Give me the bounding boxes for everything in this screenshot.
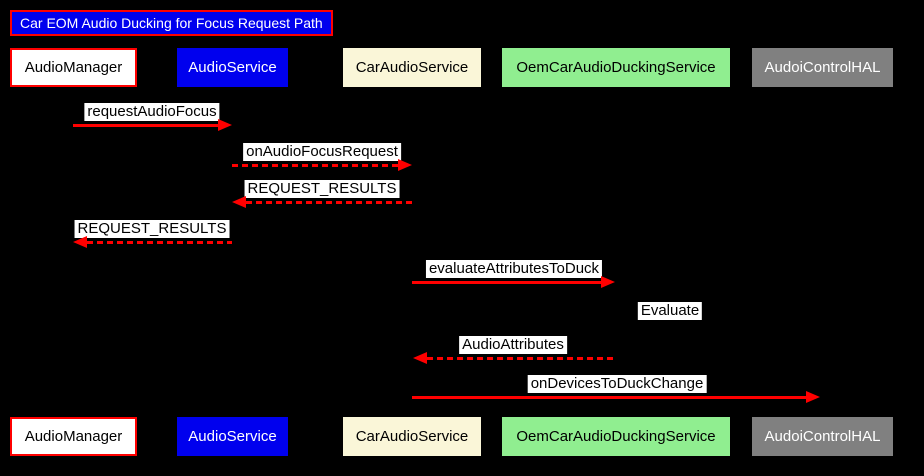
message-label-onaudiofocusrequest: onAudioFocusRequest <box>243 143 401 161</box>
participant-caraudioservice-top: CarAudioService <box>343 48 481 87</box>
arrowhead-right-icon <box>806 391 820 403</box>
message-label-request-results-2: REQUEST_RESULTS <box>74 220 230 238</box>
message-label-request-results-1: REQUEST_RESULTS <box>244 180 400 198</box>
message-arrow-evaluateattributestoduck <box>412 281 601 284</box>
participant-oemcaraudioduckingservice-top: OemCarAudioDuckingService <box>502 48 730 87</box>
arrowhead-left-icon <box>413 352 427 364</box>
participant-audioservice-top: AudioService <box>177 48 288 87</box>
message-arrow-audioattributes <box>427 357 616 360</box>
participant-audiomanager-bottom: AudioManager <box>10 417 137 456</box>
message-arrow-requestaudiofocus <box>73 124 220 127</box>
arrowhead-right-icon <box>398 159 412 171</box>
message-label-audioattributes: AudioAttributes <box>459 336 567 354</box>
arrowhead-left-icon <box>73 236 87 248</box>
arrowhead-right-icon <box>218 119 232 131</box>
message-label-ondevicestoduckchange: onDevicesToDuckChange <box>527 375 707 393</box>
message-label-requestaudiofocus: requestAudioFocus <box>84 103 220 121</box>
message-arrow-ondevicestoduckchange <box>412 396 806 399</box>
message-label-evaluate-self: Evaluate <box>637 302 703 320</box>
arrowhead-left-icon <box>232 196 246 208</box>
participant-oemcaraudioduckingservice-bottom: OemCarAudioDuckingService <box>502 417 730 456</box>
message-arrow-request-results-1 <box>246 201 413 204</box>
participant-audoicontrolhal-top: AudoiControlHAL <box>752 48 893 87</box>
message-arrow-onaudiofocusrequest <box>232 164 398 167</box>
participant-caraudioservice-bottom: CarAudioService <box>343 417 481 456</box>
diagram-title: Car EOM Audio Ducking for Focus Request … <box>10 10 333 36</box>
participant-audioservice-bottom: AudioService <box>177 417 288 456</box>
participant-audiomanager-top: AudioManager <box>10 48 137 87</box>
message-arrow-request-results-2 <box>87 241 232 244</box>
participant-audoicontrolhal-bottom: AudoiControlHAL <box>752 417 893 456</box>
arrowhead-right-icon <box>601 276 615 288</box>
message-label-evaluateattributestoduck: evaluateAttributesToDuck <box>425 260 603 278</box>
